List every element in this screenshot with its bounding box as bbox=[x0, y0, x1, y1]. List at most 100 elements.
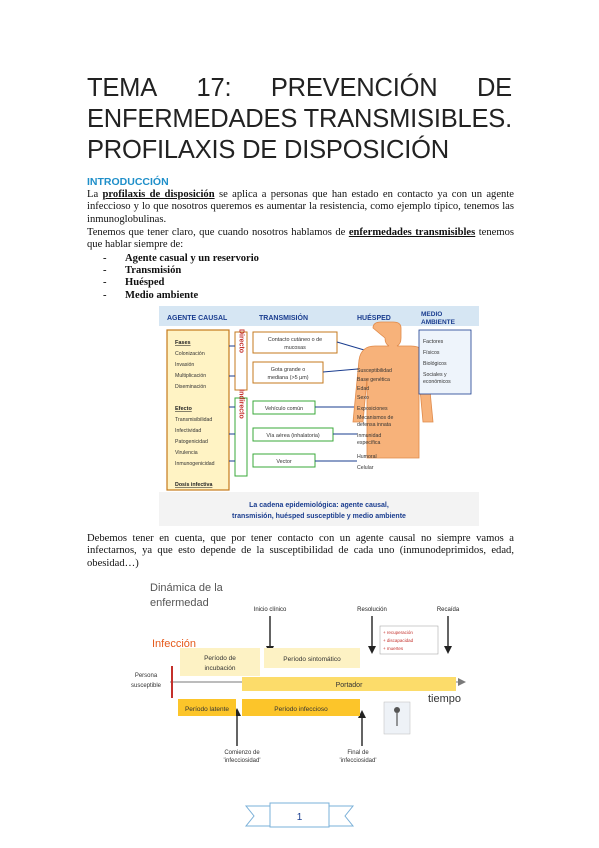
persona-label-2: susceptible bbox=[131, 683, 162, 689]
directo-label: Directo bbox=[238, 329, 245, 353]
title-line-1: TEMA 17: PREVENCIÓN DE bbox=[87, 73, 512, 104]
directo-box bbox=[234, 331, 248, 391]
symptomatic-label: Período sintomático bbox=[283, 656, 341, 663]
header-host: HUÉSPED bbox=[357, 313, 391, 322]
outcome-item: + muertes bbox=[383, 646, 404, 651]
env-item: Factores bbox=[423, 339, 444, 345]
efecto-item: Transmisibilidad bbox=[175, 417, 212, 423]
title-word: PREVENCIÓN bbox=[270, 74, 438, 102]
list-item: -Huésped bbox=[103, 277, 165, 289]
air-label: Vía aérea (inhalatoria) bbox=[266, 433, 320, 439]
env-item: Sociales y bbox=[423, 372, 447, 378]
efecto-item: Infectividad bbox=[175, 428, 201, 434]
header-band bbox=[159, 306, 479, 326]
environment-box bbox=[418, 329, 472, 395]
host-item: específica bbox=[357, 440, 380, 446]
dosis-label: Dosis infectiva bbox=[175, 482, 212, 488]
host-item: Humoral bbox=[357, 454, 377, 460]
event-arrows bbox=[236, 616, 449, 746]
ribbon-right bbox=[328, 805, 355, 827]
env-item: Biológicos bbox=[423, 361, 447, 367]
arrow-head bbox=[444, 646, 452, 654]
bullet-list: -Agente casual y un reservorio -Transmis… bbox=[103, 253, 259, 302]
text-run: La bbox=[87, 189, 103, 200]
host-item: defensa innata bbox=[357, 422, 391, 428]
agent-box bbox=[166, 329, 230, 491]
contact-line-2: mucosas bbox=[284, 345, 306, 351]
host-item: Edad bbox=[357, 386, 369, 392]
page-number: 1 bbox=[297, 812, 303, 823]
carrier-label: Portador bbox=[336, 682, 364, 689]
person-illustration-head bbox=[394, 707, 400, 713]
fase-item: Multiplicación bbox=[175, 373, 206, 379]
droplet-box bbox=[252, 361, 324, 384]
title-line-3: PROFILAXIS DE DISPOSICIÓN bbox=[87, 136, 449, 164]
efecto-item: Inmunogenicidad bbox=[175, 461, 215, 467]
arrow-head bbox=[368, 646, 376, 654]
list-item: -Medio ambiente bbox=[103, 289, 199, 301]
comienzo-label-2: 'infecciosidad' bbox=[224, 758, 261, 764]
fase-item: Invasión bbox=[175, 362, 194, 368]
list-item-label: Huésped bbox=[125, 277, 165, 289]
section-heading: INTRODUCCIÓN bbox=[87, 176, 169, 188]
term-enfermedades: enfermedades transmisibles bbox=[348, 227, 476, 238]
contact-line-1: Contacto cutáneo o de bbox=[268, 337, 322, 343]
final-label-2: 'infecciosidad' bbox=[340, 758, 377, 764]
efecto-label: Efecto bbox=[175, 406, 192, 412]
list-item-label: Agente casual y un reservorio bbox=[125, 253, 259, 264]
env-item: Físicos bbox=[423, 350, 440, 356]
list-item-label: Transmisión bbox=[125, 265, 182, 277]
term-profilaxis: profilaxis de disposición bbox=[102, 189, 215, 200]
header-env-2: AMBIENTE bbox=[421, 319, 456, 326]
env-item: económicos bbox=[423, 379, 451, 385]
incubation-label-2: incubación bbox=[204, 665, 235, 672]
text-run: se aplica a personas que han estado en c… bbox=[87, 189, 514, 225]
incubation-bar bbox=[180, 648, 260, 676]
vector-label: Vector bbox=[276, 459, 291, 465]
title-word: ENFERMEDADES bbox=[87, 105, 298, 133]
title-word: TRANSMISIBLES. bbox=[303, 105, 513, 133]
droplet-line-1: Gota grande o bbox=[271, 367, 305, 373]
latent-label: Período latente bbox=[185, 706, 229, 713]
list-item-label: Medio ambiente bbox=[125, 289, 199, 301]
title-word: 17: bbox=[196, 74, 232, 102]
arrows bbox=[229, 341, 372, 462]
dynamics-title-2: enfermedad bbox=[150, 597, 209, 609]
dynamics-title-1: Dinámica de la bbox=[150, 582, 224, 594]
fase-item: Colonización bbox=[175, 351, 205, 357]
ribbon-center bbox=[269, 802, 330, 828]
efecto-item: Patogenicidad bbox=[175, 439, 208, 445]
host-item: Sexo bbox=[357, 395, 369, 401]
header-transmission: TRANSMISIÓN bbox=[259, 313, 308, 322]
list-item: -Agente casual y un reservorio bbox=[103, 253, 259, 264]
infeccion-label: Infección bbox=[152, 638, 196, 650]
inicio-label: Inicio clínico bbox=[254, 607, 287, 613]
page-footer: 1 bbox=[244, 802, 355, 828]
host-item: Inmunidad bbox=[357, 433, 381, 439]
figure-caption-1: La cadena epidemiológica: agente causal, bbox=[249, 502, 389, 509]
title-line-2: ENFERMEDADES TRANSMISIBLES. bbox=[87, 104, 512, 135]
outcomes-box bbox=[379, 625, 439, 655]
text-run: Tenemos que tener claro, que cuando noso… bbox=[87, 227, 349, 238]
title-word: DE bbox=[476, 74, 512, 102]
epidemiological-chain-figure: AGENTE CAUSAL TRANSMISIÓN HUÉSPED MEDIO … bbox=[159, 306, 479, 526]
carrier-bar bbox=[242, 677, 456, 691]
persona-label-1: Persona bbox=[135, 673, 158, 679]
paragraph-1: La profilaxis de disposición se aplica a… bbox=[87, 189, 514, 226]
fases-label: Fases bbox=[175, 340, 191, 346]
header-env-1: MEDIO bbox=[421, 311, 442, 318]
indirecto-label: Indirecto bbox=[238, 389, 245, 419]
host-item: Mecanismos de bbox=[357, 415, 393, 421]
host-item: Celular bbox=[357, 465, 374, 471]
host-item: Base genética bbox=[357, 377, 390, 383]
list-item: -Transmisión bbox=[103, 265, 182, 277]
disease-dynamics-figure: Dinámica de la enfermedad Inicio clínico… bbox=[122, 574, 475, 770]
time-label: tiempo bbox=[428, 693, 461, 705]
title-word: TEMA bbox=[87, 74, 158, 102]
paragraph-3: Debemos tener en cuenta, que por tener c… bbox=[87, 533, 514, 569]
infectious-bar bbox=[242, 699, 360, 716]
page-title: TEMA 17: PREVENCIÓN DE ENFERMEDADES TRAN… bbox=[87, 73, 512, 166]
outcome-item: + recuperación bbox=[383, 630, 413, 635]
paragraph-2: Tenemos que tener claro, que cuando noso… bbox=[87, 227, 514, 252]
recaida-label: Recaída bbox=[437, 607, 460, 613]
